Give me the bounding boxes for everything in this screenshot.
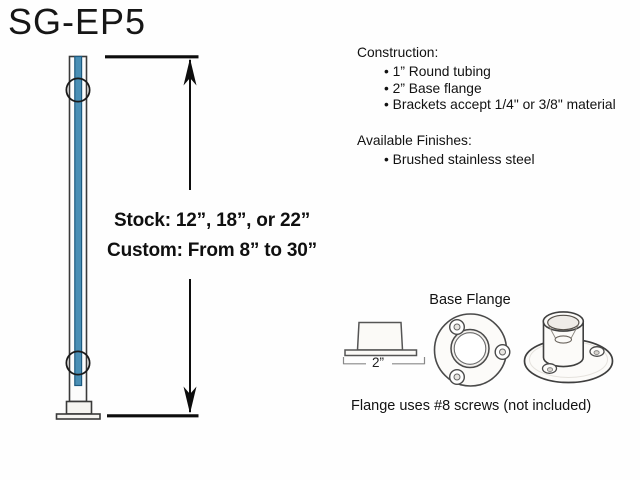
- flange-cylinder-body: [542, 320, 584, 368]
- height-dimension-label: Stock: 12”, 18”, or 22” Custom: From 8” …: [86, 206, 338, 266]
- glass-panel-edge: [74, 55, 83, 387]
- stock-sizes-label: Stock: 12”, 18”, or 22”: [113, 210, 311, 231]
- post-base-collar: [65, 400, 93, 415]
- flange-section-title: Base Flange: [429, 292, 511, 308]
- flange-bore-wall-right: [570, 324, 579, 339]
- construction-item: 2” Base flange: [384, 81, 616, 98]
- dimension-arrow-up: [183, 58, 197, 86]
- flange-perspective-screw-holes: [541, 346, 605, 374]
- flange-screw-holes: [449, 319, 511, 386]
- construction-heading: Construction:: [357, 45, 439, 60]
- specs-section: Construction: 1” Round tubing 2” Base fl…: [357, 45, 616, 168]
- dimension-arrow-down: [183, 386, 197, 414]
- flange-perspective-view: [523, 311, 614, 384]
- finishes-item: Brushed stainless steel: [384, 152, 616, 169]
- post-elevation-diagram: [55, 55, 199, 420]
- flange-plate-side: [344, 349, 418, 357]
- flange-top-view: [433, 313, 511, 387]
- flange-collar-side: [356, 321, 404, 351]
- flange-center-hole: [453, 332, 487, 365]
- flange-width-label: 2”: [371, 355, 384, 370]
- flange-side-view: [342, 321, 426, 365]
- custom-sizes-label: Custom: From 8” to 30”: [107, 240, 317, 261]
- construction-item: Brackets accept 1/4" or 3/8" material: [384, 97, 616, 114]
- finishes-list: Brushed stainless steel: [357, 152, 616, 169]
- glass-clamp-bottom: [65, 350, 91, 376]
- construction-list: 1” Round tubing 2” Base flange Brackets …: [357, 64, 616, 114]
- construction-item: 1” Round tubing: [384, 64, 616, 81]
- post-base-plate: [55, 413, 101, 420]
- finishes-heading: Available Finishes:: [357, 132, 472, 148]
- flange-screws-note: Flange uses #8 screws (not included): [351, 398, 592, 414]
- flange-bore-wall-left: [547, 324, 556, 339]
- glass-clamp-top: [65, 77, 91, 103]
- flange-cylinder-inner-rim: [547, 314, 580, 331]
- flange-bore-bottom-hole: [554, 335, 573, 344]
- page-title: SG-EP5: [8, 1, 147, 42]
- flange-width-dimension-line: [342, 357, 426, 365]
